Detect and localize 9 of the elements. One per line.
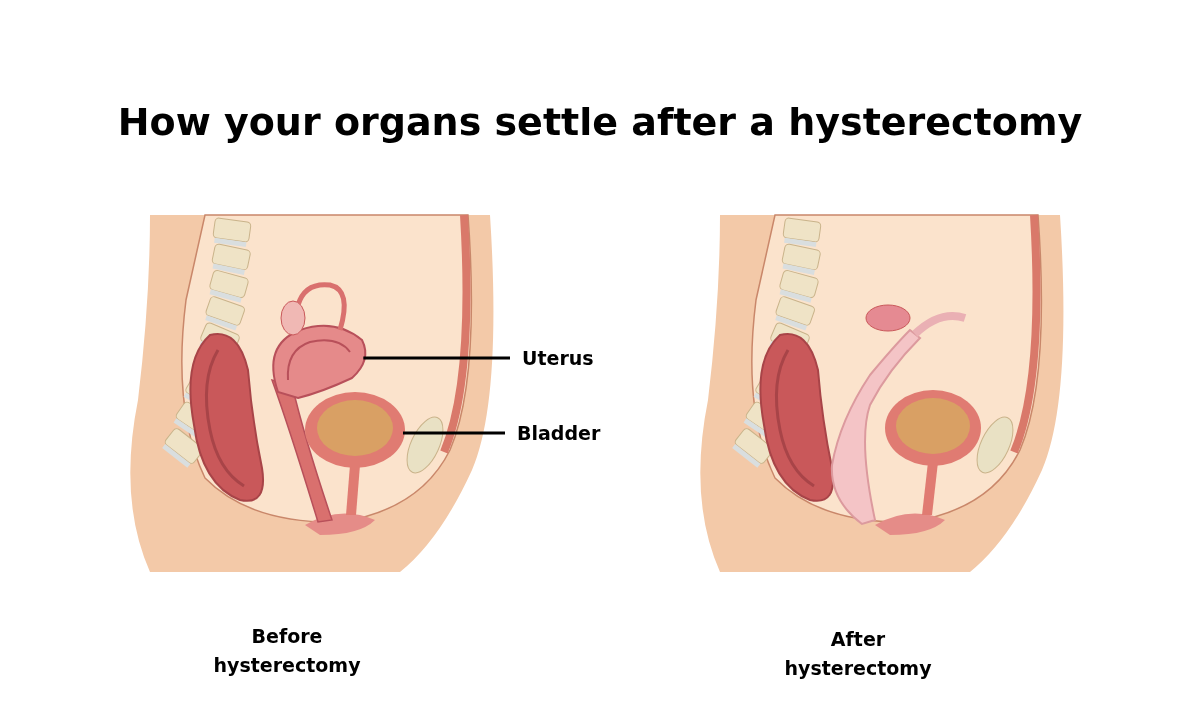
caption: After hysterectomy: [783, 627, 933, 682]
leader-line: [403, 431, 505, 435]
bladder-drawing: [305, 392, 405, 515]
title: How your organs settle after a hysterectomy: [116, 100, 1084, 144]
uterus-drawing: [272, 282, 367, 399]
part-label: Bladder: [517, 422, 601, 444]
part-label: Uterus: [522, 347, 594, 369]
leader-line: [363, 356, 510, 360]
caption: Before hysterectomy: [212, 624, 362, 679]
